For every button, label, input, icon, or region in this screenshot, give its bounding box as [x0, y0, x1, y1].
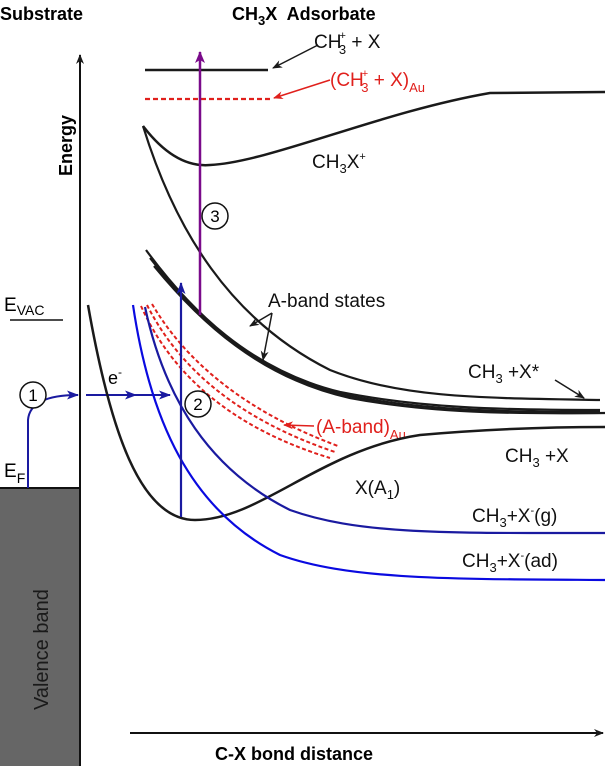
a-band-states-label: A-band states — [268, 291, 385, 312]
anion-gas-label: CH3+X-(g) — [472, 505, 557, 530]
a-band-au-pointer — [283, 421, 315, 430]
step-2-label: 2 — [193, 395, 202, 414]
a-band-au-curve-2 — [140, 305, 331, 459]
step-1-label: 1 — [28, 386, 37, 405]
excited-label: CH3 +X* — [468, 362, 540, 386]
step-3-label: 3 — [210, 207, 219, 226]
ion-limit-label: CH+3 + X — [314, 30, 381, 57]
a-band-au-curve-3 — [151, 303, 339, 447]
ground-state-curve — [86, 304, 605, 522]
a-band-au-label: (A-band)Au — [316, 417, 406, 442]
step-3-circle — [201, 202, 229, 230]
ion-limit-au-pointer — [273, 79, 331, 100]
valence-band-label: Valence band — [31, 589, 53, 710]
energy-axis-label: Energy — [56, 115, 76, 176]
valence-band-block — [0, 488, 80, 766]
excited-pointer — [554, 379, 585, 399]
step-1-circle — [19, 381, 47, 409]
ion-limit-au-label: (CH+3 + X)Au — [330, 68, 425, 95]
anion-gas-curve — [143, 306, 605, 535]
a-band-au-curve-1 — [146, 304, 336, 453]
a-band-curve-3 — [149, 257, 601, 414]
a-band-pointer-1 — [249, 312, 273, 327]
ground-state-label: X(A1) — [355, 478, 400, 502]
substrate-title: Substrate — [0, 4, 83, 24]
a-band-curve-4 — [153, 265, 605, 415]
anion-adsorbed-curve — [131, 304, 605, 582]
distance-axis-label: C-X bond distance — [215, 744, 373, 764]
cation-label: CH3X+ — [312, 151, 366, 176]
electron-excitation-arrow — [27, 390, 79, 488]
electron-label: e- — [108, 365, 122, 388]
a-band-pointer-2 — [260, 312, 273, 361]
ion-limit-pointer — [272, 44, 319, 69]
ef-label: EF — [4, 461, 25, 486]
a-band-curve-1 — [141, 125, 601, 402]
evac-label: EVAC — [4, 295, 44, 318]
adsorbate-title: CH3X Adsorbate — [232, 4, 376, 28]
anion-adsorbed-label: CH3+X-(ad) — [462, 550, 558, 575]
step-2-circle — [184, 390, 212, 418]
cation-potential-curve — [142, 90, 605, 167]
neutral-label: CH3 +X — [505, 446, 569, 470]
